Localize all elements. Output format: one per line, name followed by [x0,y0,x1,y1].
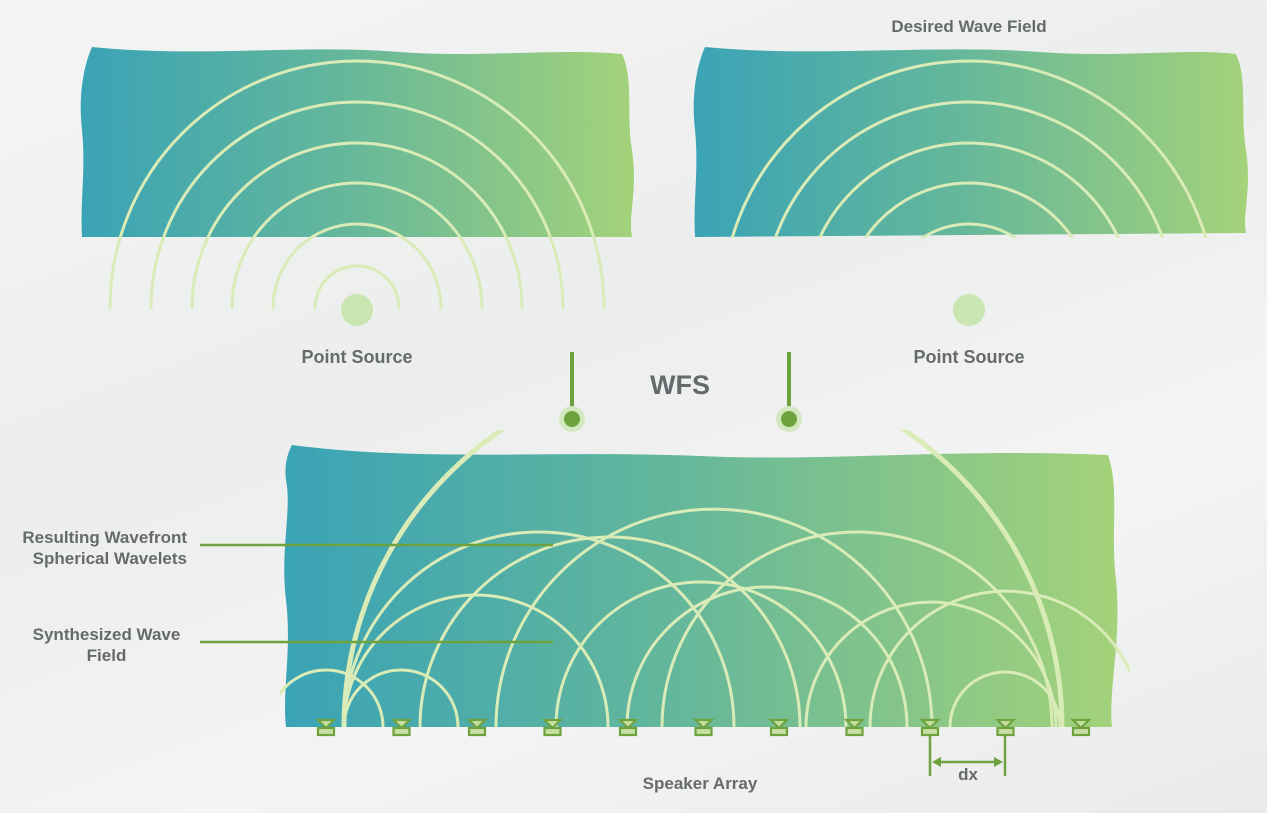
top-right-wave-panel [693,47,1248,326]
speaker-icon [466,718,488,737]
wave-arc [190,141,524,310]
wave-arc [863,181,1075,238]
speaker-array [315,718,1092,737]
dx-label: dx [958,765,978,784]
synthesized-wave-field-label-line1: Synthesized Wave [32,625,181,644]
point-source-label-left: Point Source [301,347,413,367]
top-left-wavefronts [108,59,606,310]
top-right-wavefronts [730,59,1208,238]
speaker-array-label: Speaker Array [642,774,758,793]
bottom-wave-panel [280,430,1130,728]
speaker-icon [541,718,564,737]
synthesized-wave-field-label: Synthesized Wave Field [24,624,189,666]
speaker-icon [315,718,337,737]
speaker-icon [692,718,715,737]
speaker-icon [919,718,941,737]
wave-arc [730,59,1208,238]
point-source-dot-left [341,294,373,326]
resulting-wavefront-envelope [341,430,1065,728]
top-left-wave-panel [80,47,634,326]
spherical-wavelets [280,507,1130,728]
wave-arc [271,222,443,310]
synthesized-wave-field-label-line2: Field [86,646,127,665]
speaker-icon [994,718,1017,737]
wave-arc [108,59,606,310]
wave-arc [149,100,565,310]
wave-arc [920,222,1018,238]
point-source-label-right: Point Source [913,347,1025,367]
speaker-icon [617,718,639,737]
wave-arc [230,181,484,310]
point-source-dot-right [953,294,985,326]
resulting-wavefront-label: Resulting Wavefront Spherical Wavelets [22,527,187,569]
wave-arc [773,100,1165,238]
wave-arc [313,264,401,310]
speaker-icon [1070,718,1092,737]
resulting-wavefront-label-line1: Resulting Wavefront [22,528,187,547]
resulting-wavefront-label-line2: Spherical Wavelets [32,549,187,568]
wfs-label: WFS [650,370,710,400]
wfs-connectors [559,352,802,432]
dx-dimension [928,736,1007,776]
bottom-panel-shape [284,445,1118,727]
speaker-icon [390,718,413,737]
speaker-icon [843,718,866,737]
desired-wave-field-label: Desired Wave Field [891,17,1047,36]
wave-arc [817,141,1121,238]
speaker-icon [768,718,790,737]
